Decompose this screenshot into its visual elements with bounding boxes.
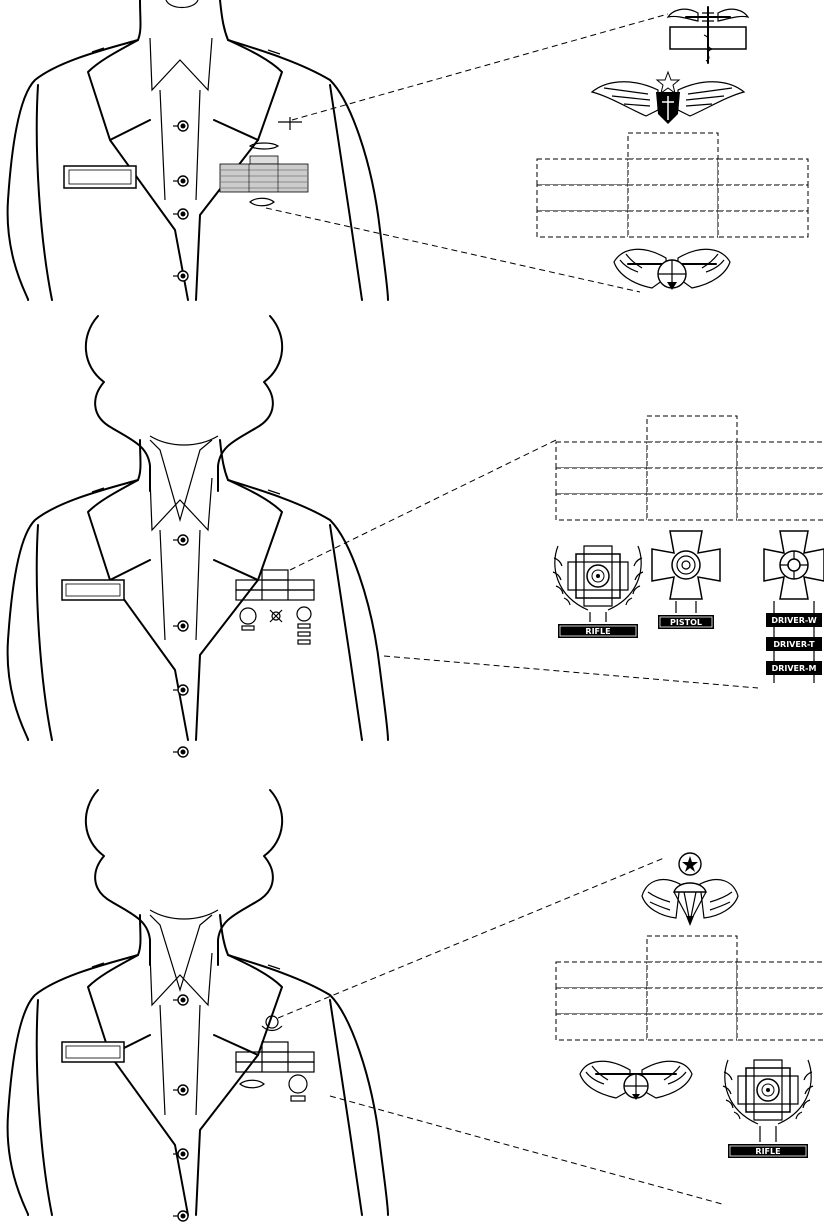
driver-w-tab-label: DRIVER-W [771, 616, 817, 625]
rifle-expert-badge-icon: RIFLE [553, 546, 643, 638]
chest-driver-badge-icon [297, 607, 311, 644]
name-plate [62, 580, 124, 600]
uniform-button [173, 1211, 188, 1221]
head-silhouette [86, 790, 282, 965]
chest-pistol-badge-icon [270, 610, 282, 622]
chest-rifle-badge-icon [240, 608, 256, 630]
panel-2: RIFLE PISTOL DRIVER-W DRIVER-T [8, 316, 824, 757]
name-plate [62, 1042, 124, 1062]
uniform-button [173, 176, 188, 186]
pistol-sharpshooter-badge-icon: PISTOL [652, 531, 720, 629]
rifle-tab-label: RIFLE [585, 627, 610, 636]
panel-1 [8, 0, 808, 300]
ribbon-rack-icon [537, 133, 808, 237]
uniform-button [173, 535, 188, 545]
chin-line [166, 0, 198, 8]
chest-ribbon-rack-icon [220, 156, 308, 192]
driver-mechanic-badge-icon: DRIVER-W DRIVER-T DRIVER-M [764, 531, 824, 683]
chest-air-assault-icon [240, 1080, 264, 1088]
rifle-expert-badge-icon: RIFLE [723, 1060, 813, 1158]
leader-line [290, 440, 556, 570]
air-assault-badge-icon [580, 1061, 692, 1100]
driver-m-tab-label: DRIVER-M [772, 664, 817, 673]
uniform-button [173, 1085, 188, 1095]
leader-line [292, 14, 668, 120]
head-silhouette [86, 316, 282, 491]
jacket-outline [8, 0, 388, 300]
master-parachutist-badge-icon [642, 853, 738, 926]
pistol-tab-label: PISTOL [670, 618, 702, 627]
expert-field-medical-badge-icon [668, 7, 748, 63]
leader-line [330, 1096, 722, 1204]
necktie [150, 915, 212, 990]
leader-line [384, 656, 758, 688]
jacket-outline [8, 915, 388, 1215]
ribbon-rack-icon [556, 936, 824, 1040]
ribbon-rack-icon [556, 416, 824, 520]
uniform-button [173, 621, 188, 631]
driver-t-tab-label: DRIVER-T [773, 640, 815, 649]
panel-3: RIFLE [8, 790, 824, 1221]
uniform-button [173, 685, 188, 695]
chest-rifle-badge-icon [289, 1075, 307, 1101]
necktie [150, 440, 212, 520]
air-assault-badge-icon [614, 249, 730, 290]
flight-surgeon-badge-icon [592, 72, 744, 124]
uniform-button [173, 209, 188, 219]
chest-medical-badge-icon [278, 117, 302, 130]
chest-air-assault-icon [250, 198, 274, 206]
name-plate [64, 166, 136, 188]
rifle-tab-label: RIFLE [755, 1147, 780, 1156]
uniform-button [173, 121, 188, 131]
uniform-button [173, 747, 188, 757]
uniform-button [173, 271, 188, 281]
uniform-button [173, 995, 188, 1005]
